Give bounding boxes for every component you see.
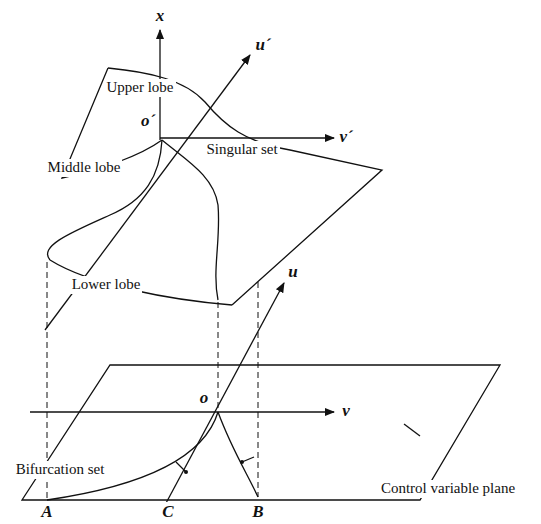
bifurcation-curve xyxy=(218,412,258,497)
axis-label: x xyxy=(154,6,167,26)
tick-dot xyxy=(184,470,188,474)
part-label: Control variable plane xyxy=(379,480,517,497)
part-label: Upper lobe xyxy=(104,79,175,96)
singular-set-curve xyxy=(162,140,219,300)
u-prime-axis xyxy=(45,55,250,330)
axis-label: v xyxy=(340,401,352,421)
part-label: Middle lobe xyxy=(46,159,123,176)
upper-sheet-edge xyxy=(108,68,382,305)
point-label: A xyxy=(39,502,54,522)
projection-line xyxy=(218,302,219,412)
projection-line xyxy=(258,282,259,497)
part-label: Bifurcation set xyxy=(14,461,107,478)
axis-label: v´ xyxy=(337,127,354,147)
axis-label: o´ xyxy=(139,111,157,131)
u-axis xyxy=(165,283,284,505)
bifurcation-curve xyxy=(47,412,218,500)
axis-label: o xyxy=(198,388,211,408)
v-prime-axis xyxy=(160,137,334,138)
lower-sheet-edge xyxy=(50,260,232,305)
tick-mark xyxy=(404,424,420,436)
point-label: B xyxy=(250,502,265,522)
axis-label: u xyxy=(286,262,299,282)
axis-label: u´ xyxy=(253,35,272,55)
point-label: C xyxy=(160,502,175,522)
fold-curve xyxy=(48,140,162,260)
v-axis xyxy=(30,411,334,412)
part-label: Lower lobe xyxy=(70,276,143,293)
tick-mark xyxy=(176,462,186,472)
part-label: Singular set xyxy=(204,141,279,158)
tick-dot xyxy=(240,460,244,464)
